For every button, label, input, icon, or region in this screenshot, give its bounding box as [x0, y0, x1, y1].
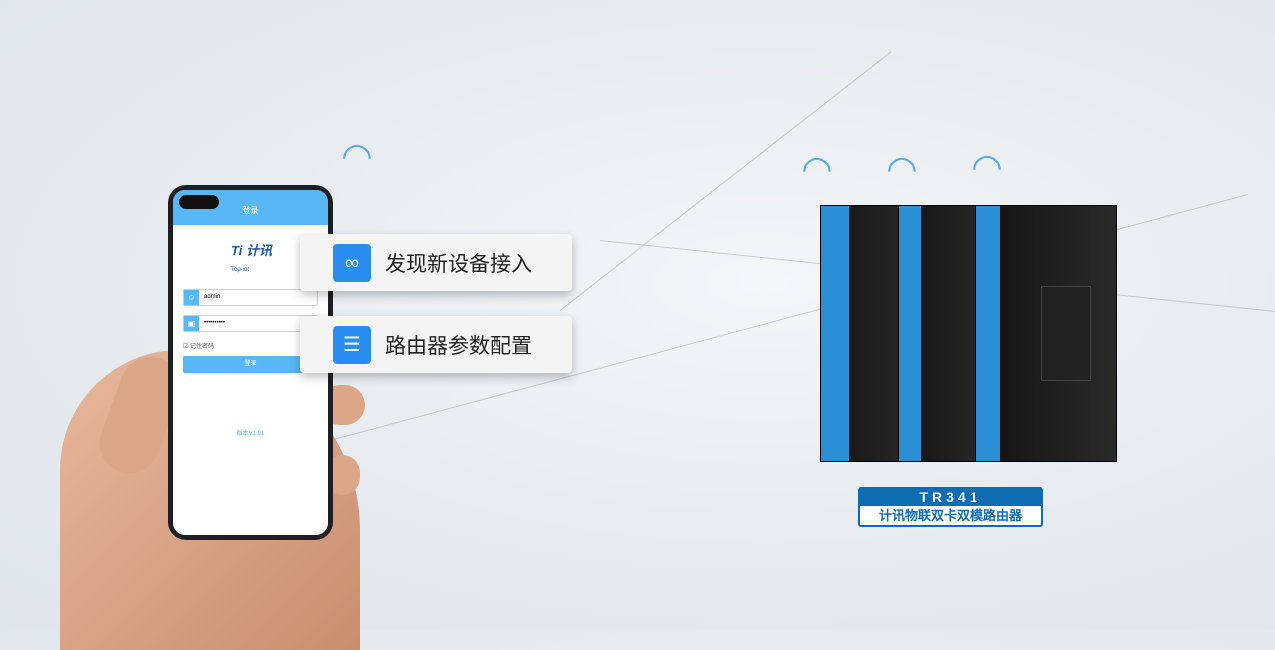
username-field[interactable]: ☺admin — [183, 289, 318, 306]
feature-card-config: ☰ 路由器参数配置 — [300, 316, 572, 373]
wifi-icon: ◠ — [801, 148, 833, 189]
product-label: TR341 计讯物联双卡双模路由器 — [858, 487, 1043, 527]
status-bar — [173, 190, 328, 201]
lock-icon: ▣ — [184, 316, 199, 331]
user-icon: ☺ — [184, 290, 199, 305]
product-name: 计讯物联双卡双模路由器 — [860, 506, 1041, 525]
camera-cutout — [179, 195, 219, 209]
router — [975, 205, 1117, 462]
wifi-icon: ◠ — [971, 146, 1003, 187]
feature-card-discover: ∞ 发现新设备接入 — [300, 234, 572, 291]
feature-label: 路由器参数配置 — [385, 334, 532, 358]
version-text: 版本V1.01 — [236, 431, 265, 437]
feature-label: 发现新设备接入 — [385, 252, 532, 276]
remember-checkbox[interactable]: ☑ 记住密码 — [183, 344, 215, 350]
password-field[interactable]: ▣•••••••••• — [183, 315, 318, 332]
sliders-icon: ☰ — [333, 325, 371, 364]
wifi-icon: ◠ — [886, 148, 918, 189]
connect-icon: ∞ — [333, 243, 371, 282]
product-model: TR341 — [919, 489, 982, 505]
device-sticker — [1041, 286, 1091, 381]
app-title: 登录 — [173, 201, 328, 225]
wifi-icon: ◠ — [341, 135, 373, 176]
login-button[interactable]: 登录 — [183, 356, 318, 373]
